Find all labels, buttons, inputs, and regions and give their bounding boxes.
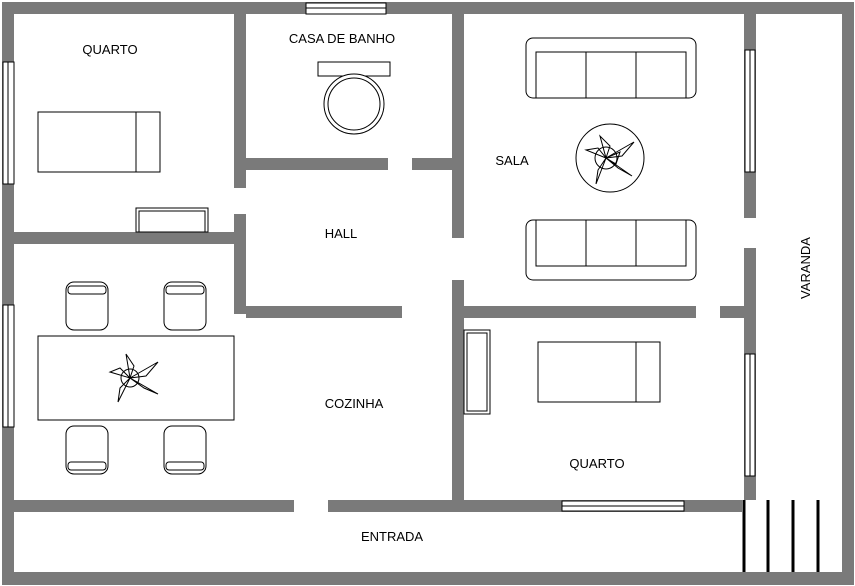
plant-sala [575,123,645,193]
wall-outer-top [2,2,854,14]
toilet [317,61,391,135]
room-label-casa-de-banho: CASA DE BANHO [289,31,395,46]
wall-outer-right [842,2,854,585]
window-quarto-bottom [561,500,685,512]
chair-bottom-left [65,425,109,475]
plant-cozinha [108,353,159,403]
room-label-varanda: VARANDA [798,237,813,299]
wall-v-quarto-banho [234,14,246,188]
wall-h-entrada-left [14,500,294,512]
wall-v-hall-right-lower [452,280,464,500]
windows [2,2,756,512]
room-label-quarto-top: QUARTO [82,42,137,57]
sofa-sala-bottom [525,219,697,281]
entrance-steps [742,500,820,572]
room-label-hall: HALL [325,226,358,241]
wall-h-banho-hall-right [412,158,452,170]
cabinet-quarto-top [135,207,209,233]
bed-quarto-bottom [537,341,661,403]
room-label-sala: SALA [495,153,529,168]
wall-v-banho-sala [452,14,464,238]
wall-h-hall-cozinha [246,306,402,318]
room-label-quarto-bottom: QUARTO [569,456,624,471]
wall-h-sala-quarto-right [720,306,744,318]
window-sala-right [744,49,756,173]
window-banho-top [305,2,387,15]
window-quarto-left [2,61,15,185]
room-label-entrada: ENTRADA [361,529,423,544]
wall-v-hall-left-lower [234,214,246,314]
cabinet-quarto-bottom [463,329,491,415]
room-label-cozinha: COZINHA [325,396,384,411]
chair-bottom-right [163,425,207,475]
sofa-sala-top [525,37,697,99]
window-quarto-right [744,353,756,477]
wall-h-quarto-cozinha [14,232,234,244]
wall-h-banho-hall-left [246,158,388,170]
chair-top-right [163,281,207,331]
window-cozinha-left [2,304,15,428]
chair-top-left [65,281,109,331]
wall-h-sala-quarto [464,306,696,318]
bed-quarto-top [37,111,161,173]
wall-outer-bottom [2,572,854,585]
